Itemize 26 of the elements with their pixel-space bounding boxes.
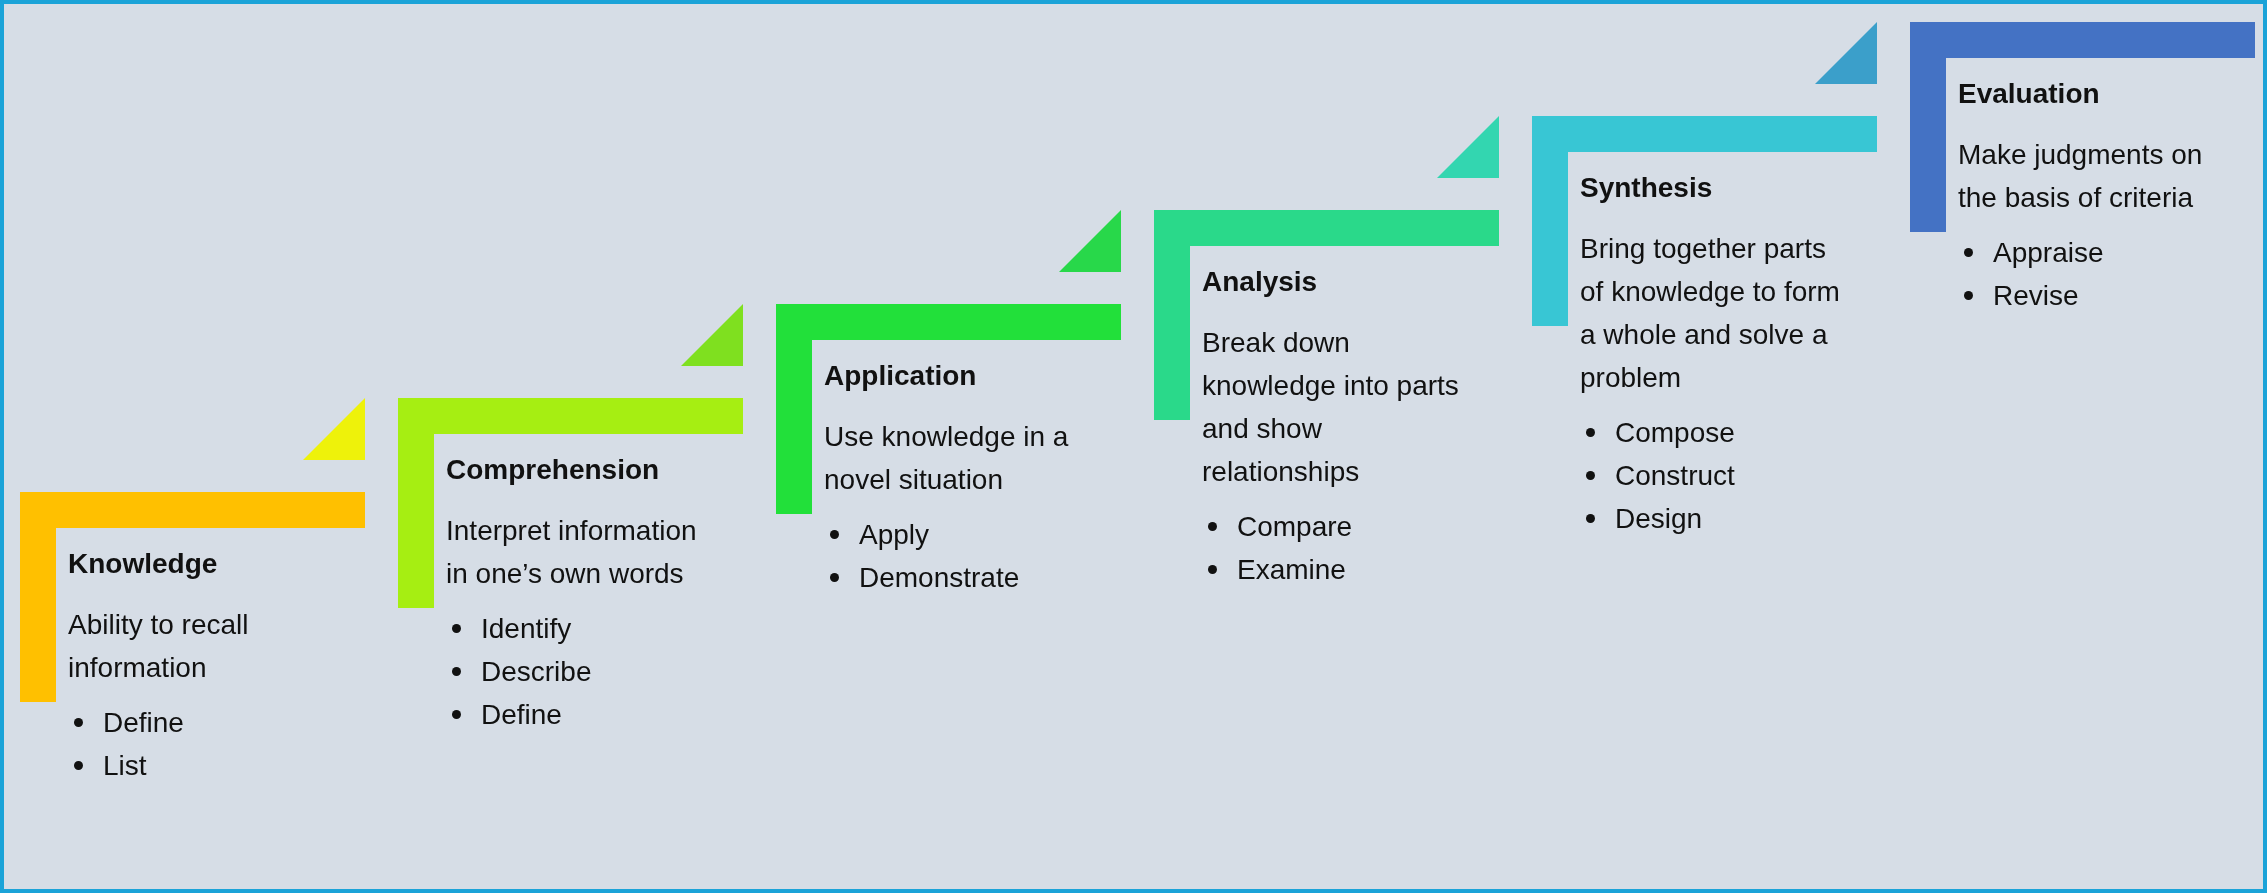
bullet-item: Construct	[1615, 459, 1735, 493]
step-heading: Knowledge	[68, 547, 219, 581]
step-description: Use knowledge in a novel situation	[824, 420, 1070, 497]
bullet-item: Define	[481, 698, 562, 732]
step-heading: Evaluation	[1958, 77, 2101, 111]
step-description: Bring together parts of knowledge to form a whole and solve a problem	[1580, 232, 1841, 395]
step-heading: Analysis	[1202, 265, 1319, 299]
bullet-item: Apply	[859, 518, 930, 552]
step-heading: Application	[824, 359, 978, 393]
step-heading: Comprehension	[446, 453, 661, 487]
step-description: Ability to recall information	[68, 608, 250, 685]
bullet-item: Compose	[1615, 416, 1735, 450]
bullet-item: Appraise	[1993, 236, 2104, 270]
bullet-item: Demonstrate	[859, 561, 1020, 595]
bullet-item: Compare	[1237, 510, 1353, 544]
step-description: Make judgments on the basis of criteria	[1958, 138, 2204, 215]
bullet-item: Examine	[1237, 553, 1346, 587]
bullet-item: Define	[103, 706, 184, 740]
bullet-item: Identify	[481, 612, 572, 646]
bullet-item: Describe	[481, 655, 592, 689]
step-description: Interpret information in one’s own words	[446, 514, 698, 591]
step-heading: Synthesis	[1580, 171, 1714, 205]
bullet-item: Design	[1615, 502, 1703, 536]
step-description: Break down knowledge into parts and show relationships	[1202, 326, 1460, 489]
bullet-item: List	[103, 749, 147, 783]
bullet-item: Revise	[1993, 279, 2079, 313]
